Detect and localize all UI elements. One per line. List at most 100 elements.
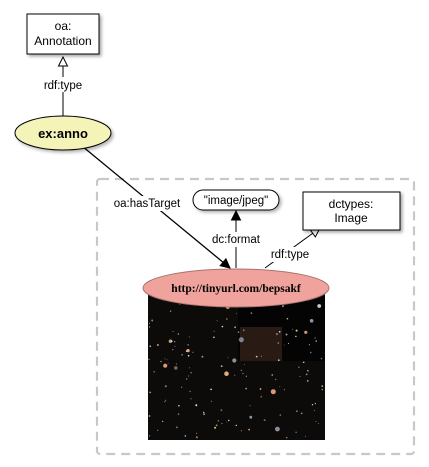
anno-node[interactable]: ex:anno bbox=[14, 115, 112, 151]
star-dot bbox=[286, 317, 289, 320]
star-dot bbox=[228, 419, 230, 422]
star-dot bbox=[153, 371, 155, 373]
target-node[interactable]: http://tinyurl.com/bepsakf bbox=[142, 268, 330, 308]
star-dot bbox=[283, 389, 285, 391]
star-dot bbox=[259, 388, 262, 390]
star-dot bbox=[216, 320, 218, 322]
star-dot bbox=[235, 424, 237, 427]
star-dot bbox=[178, 404, 180, 407]
target-url-label: http://tinyurl.com/bepsakf bbox=[171, 283, 301, 295]
star-dot bbox=[188, 375, 190, 377]
star-dot bbox=[277, 359, 280, 362]
image-class-node[interactable]: dctypes: Image bbox=[302, 191, 401, 231]
star-dot bbox=[217, 420, 220, 422]
star-dot bbox=[149, 391, 152, 394]
annotation-class-node[interactable]: oa: Annotation bbox=[26, 13, 100, 55]
star-dot bbox=[243, 364, 245, 366]
star-dot bbox=[317, 423, 319, 425]
star-dot bbox=[278, 331, 281, 333]
star-dot bbox=[279, 414, 282, 416]
star-dot bbox=[220, 365, 223, 368]
star-dot bbox=[309, 319, 314, 323]
star-dot bbox=[260, 395, 263, 398]
star-dot bbox=[214, 426, 217, 429]
star-dot bbox=[187, 344, 189, 346]
star-dot bbox=[172, 349, 174, 351]
star-dot bbox=[249, 405, 251, 407]
label-dc-format: dc:format bbox=[212, 234, 261, 246]
star-dot bbox=[238, 337, 244, 343]
star-dot bbox=[255, 355, 258, 358]
star-dot bbox=[181, 354, 183, 356]
star-dot bbox=[187, 354, 190, 357]
star-dot bbox=[164, 358, 166, 360]
star-dot bbox=[305, 373, 308, 376]
star-dot bbox=[242, 372, 244, 375]
star-dot bbox=[234, 374, 236, 376]
star-dot bbox=[232, 358, 237, 363]
star-dot bbox=[314, 409, 315, 411]
star-dot bbox=[305, 435, 306, 437]
star-dot bbox=[148, 358, 150, 360]
star-dot bbox=[270, 389, 276, 395]
star-dot bbox=[172, 331, 174, 332]
star-dot bbox=[234, 326, 237, 329]
star-dot bbox=[192, 351, 194, 353]
star-dot bbox=[240, 369, 242, 371]
star-dot bbox=[220, 409, 223, 412]
star-dot bbox=[215, 424, 218, 427]
star-dot bbox=[227, 357, 229, 359]
star-dot bbox=[224, 371, 229, 377]
star-dot bbox=[295, 335, 297, 338]
star-dot bbox=[195, 436, 198, 439]
star-dot bbox=[177, 333, 179, 335]
star-dot bbox=[286, 437, 288, 439]
star-dot bbox=[195, 404, 198, 407]
annotation-class-name: Annotation bbox=[34, 34, 91, 48]
star-dot bbox=[170, 310, 172, 312]
star-dot bbox=[164, 385, 167, 388]
star-dot bbox=[149, 323, 150, 324]
image-class-prefix: dctypes: bbox=[329, 197, 374, 211]
star-dot bbox=[201, 355, 204, 358]
star-dot bbox=[174, 341, 176, 343]
star-dot bbox=[237, 331, 240, 333]
star-dot bbox=[271, 374, 273, 376]
star-dot bbox=[226, 421, 228, 423]
star-dot bbox=[177, 413, 180, 415]
star-dot bbox=[167, 362, 169, 364]
star-dot bbox=[250, 312, 253, 314]
star-dot bbox=[181, 386, 183, 388]
format-literal-label: "image/jpeg" bbox=[204, 195, 268, 207]
star-dot bbox=[302, 361, 305, 364]
star-dot bbox=[320, 357, 323, 360]
star-dot bbox=[249, 415, 253, 419]
format-literal-node[interactable]: "image/jpeg" bbox=[192, 189, 280, 211]
star-dot bbox=[295, 431, 297, 433]
target-group-box bbox=[95, 177, 416, 456]
star-dot bbox=[240, 430, 242, 432]
star-dot bbox=[314, 403, 316, 405]
star-dot bbox=[189, 390, 191, 393]
star-dot bbox=[186, 378, 188, 380]
star-dot bbox=[321, 385, 323, 387]
star-dot bbox=[263, 419, 266, 421]
star-dot bbox=[176, 426, 178, 429]
star-dot bbox=[283, 344, 285, 346]
star-dot bbox=[166, 359, 168, 361]
star-dot bbox=[203, 411, 205, 414]
label-has-target: oa:hasTarget bbox=[114, 198, 181, 210]
star-dot bbox=[179, 303, 181, 305]
star-dot bbox=[210, 388, 213, 391]
annotation-class-prefix: oa: bbox=[55, 19, 72, 33]
star-dot bbox=[260, 355, 262, 357]
star-dot bbox=[307, 370, 309, 372]
star-dot bbox=[149, 435, 151, 437]
star-dot bbox=[298, 366, 300, 368]
star-dot bbox=[165, 399, 167, 401]
star-dot bbox=[248, 428, 251, 431]
star-dot bbox=[168, 339, 173, 343]
star-dot bbox=[221, 423, 223, 425]
